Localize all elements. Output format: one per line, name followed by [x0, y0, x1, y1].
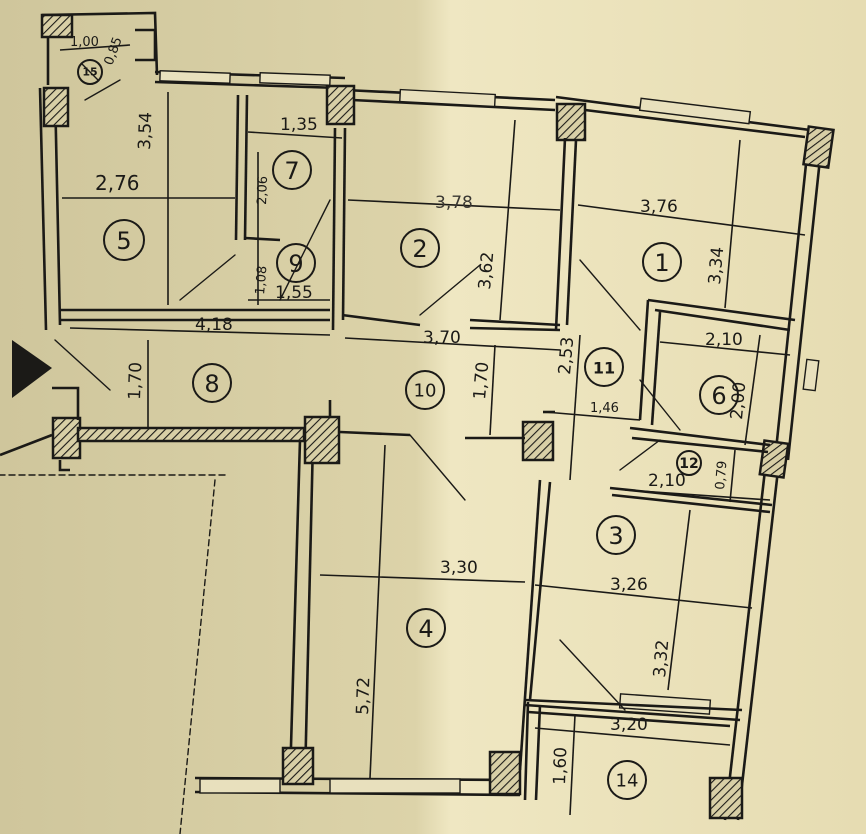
dim-3-32: 3,32: [650, 639, 673, 678]
door-swings: [0, 79, 681, 834]
dim-1-46: 1,46: [590, 401, 619, 416]
room-label-14: 14: [616, 771, 639, 792]
dim-1-60: 1,60: [550, 747, 571, 786]
dim-0-85: 0,85: [102, 35, 126, 67]
dim-3-54: 3,54: [135, 112, 156, 151]
dim-3-30: 3,30: [440, 558, 478, 578]
dim-1-55: 1,55: [275, 283, 313, 303]
dim-3-34: 3,34: [705, 246, 728, 285]
dim-3-62: 3,62: [475, 251, 498, 290]
dim-0-79: 0,79: [713, 460, 730, 490]
dim-1-08: 1,08: [253, 265, 270, 295]
room-label-3: 3: [608, 522, 623, 550]
room-label-10: 10: [414, 381, 437, 402]
dim-3-20: 3,20: [610, 715, 648, 735]
room-markers: [77, 59, 739, 800]
room-label-8: 8: [204, 370, 219, 398]
room-label-9: 9: [288, 250, 303, 278]
dim-3-76: 3,76: [640, 197, 678, 217]
windows: [159, 70, 820, 794]
structural-columns: [40, 13, 835, 820]
interior-walls: [0, 28, 796, 801]
room-label-2: 2: [412, 235, 427, 263]
dim-2-00: 2,00: [727, 381, 750, 420]
dim-2-53: 2,53: [555, 336, 578, 375]
dim-5-72: 5,72: [353, 677, 374, 716]
dim-3-26: 3,26: [610, 575, 648, 595]
dim-3-70: 3,70: [423, 328, 461, 348]
dim-1-00: 1,00: [70, 35, 99, 50]
dim-1-70-right: 1,70: [470, 361, 493, 400]
room-label-7: 7: [284, 157, 299, 185]
dim-2-10-top: 2,10: [705, 330, 743, 350]
room-label-4: 4: [418, 615, 433, 643]
dim-4-18: 4,18: [195, 315, 233, 335]
dim-1-35: 1,35: [280, 115, 318, 135]
dimension-lines: [59, 44, 806, 816]
room-label-11: 11: [593, 359, 615, 378]
room-label-1: 1: [654, 249, 669, 277]
dim-2-06: 2,06: [255, 176, 271, 205]
room-label-6: 6: [711, 382, 726, 410]
room-label-5: 5: [116, 227, 131, 255]
north-arrow-icon: [12, 340, 52, 398]
dim-2-76: 2,76: [95, 171, 140, 195]
room-label-12: 12: [679, 456, 698, 472]
dim-2-10-bottom: 2,10: [648, 471, 686, 491]
room-label-15: 15: [82, 66, 97, 79]
dim-1-70-left: 1,70: [125, 362, 146, 401]
dim-3-78: 3,78: [435, 193, 473, 213]
